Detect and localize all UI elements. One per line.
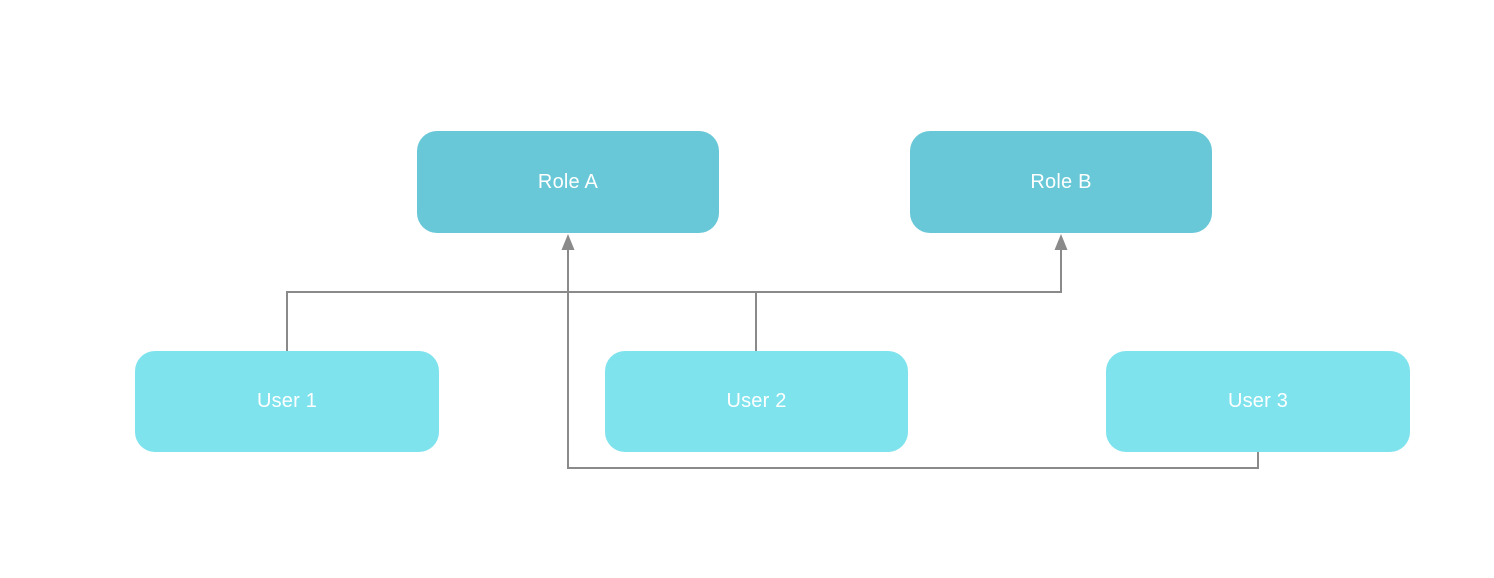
connector-user1-roleb bbox=[286, 234, 1068, 351]
node-user-1-label: User 1 bbox=[256, 390, 318, 412]
node-user-3: User 3 bbox=[1106, 351, 1410, 452]
node-role-b-label: Role B bbox=[1030, 170, 1092, 193]
arrowhead-role-b bbox=[1054, 234, 1068, 250]
node-role-a: Role A bbox=[417, 131, 719, 233]
node-role-a-label: Role A bbox=[537, 170, 599, 193]
node-role-b: Role B bbox=[910, 131, 1212, 233]
node-user-1: User 1 bbox=[135, 351, 439, 452]
node-user-3-label: User 3 bbox=[1227, 390, 1289, 412]
node-user-2-label: User 2 bbox=[726, 390, 787, 412]
arrowhead-role-a bbox=[561, 234, 575, 250]
node-user-2: User 2 bbox=[605, 351, 908, 452]
